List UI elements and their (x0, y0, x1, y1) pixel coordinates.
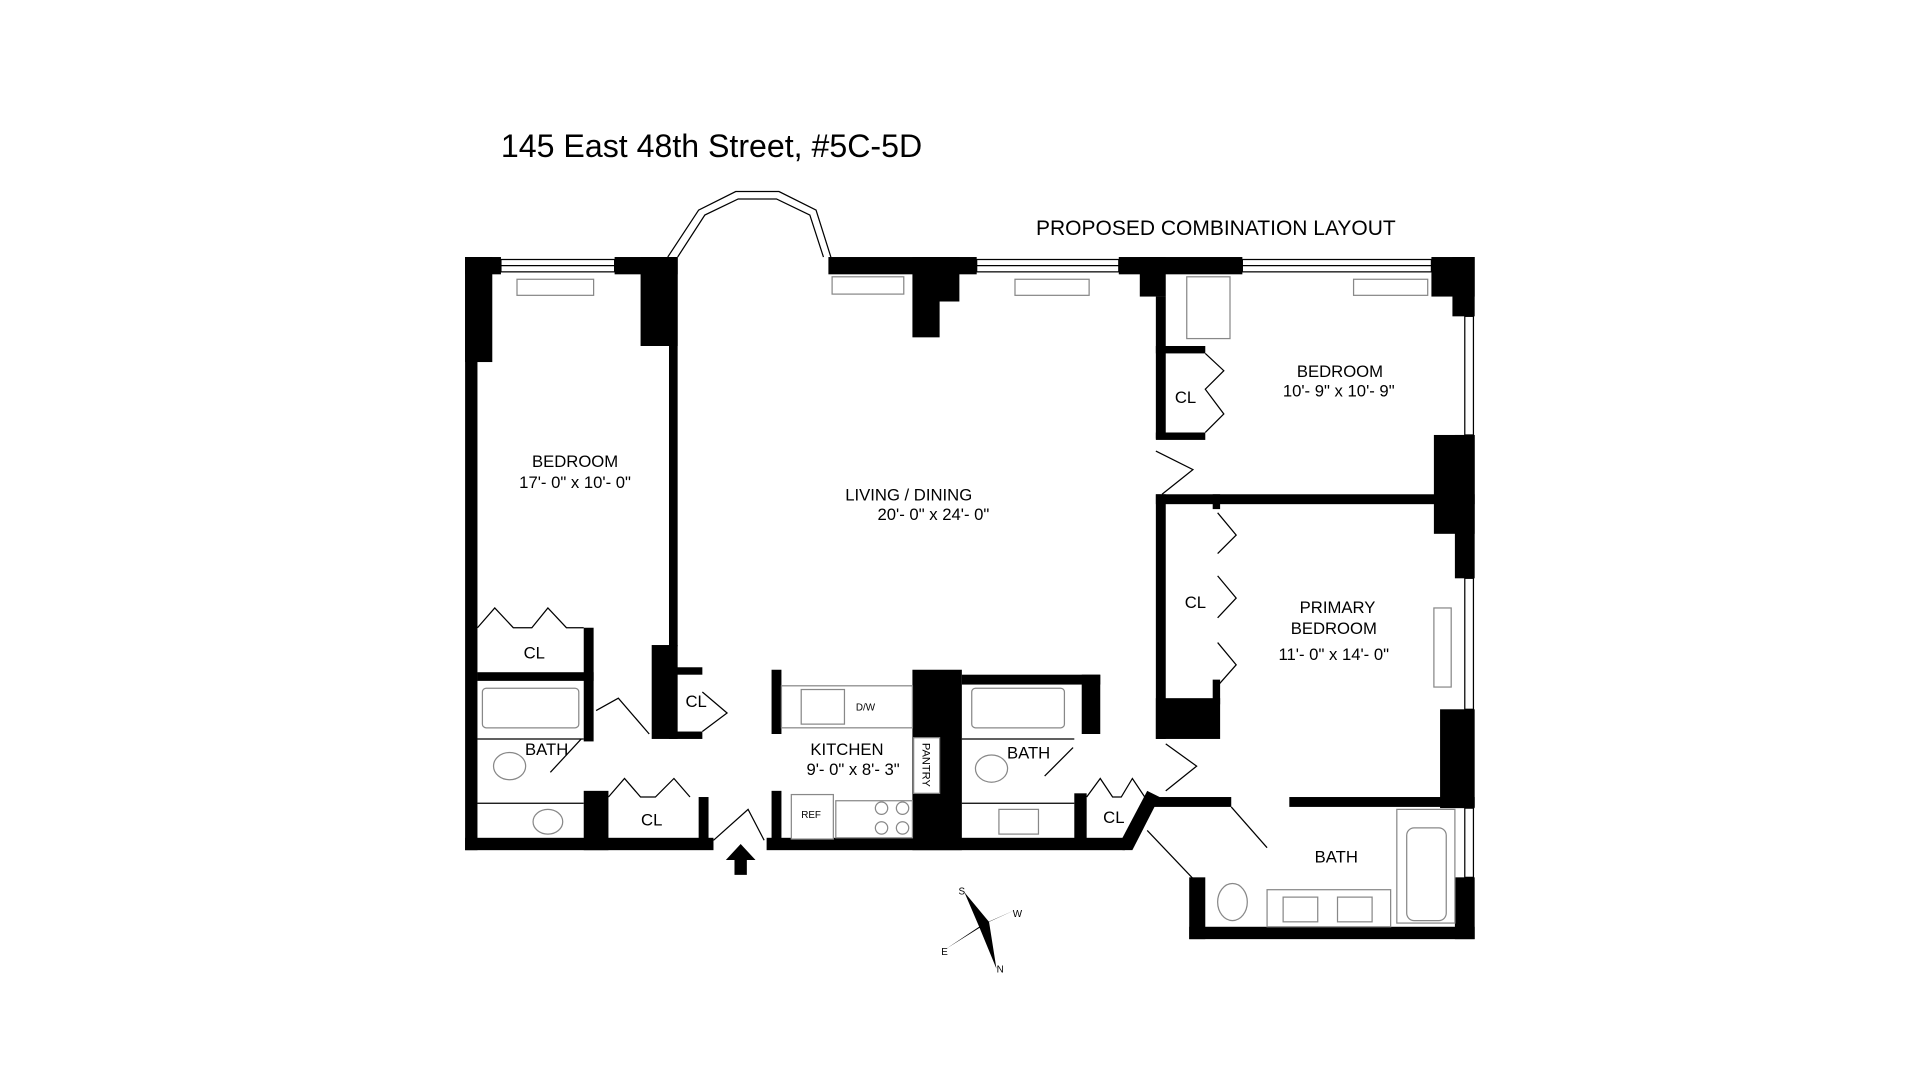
closet-label: CL (1103, 808, 1124, 827)
page-title: 145 East 48th Street, #5C-5D (501, 128, 922, 164)
bath-left-label: BATH (525, 740, 568, 759)
entry-arrow-icon (725, 843, 756, 875)
compass-e: E (941, 947, 948, 958)
bedroom-right-label: BEDROOM (1297, 362, 1383, 381)
closet-label: CL (686, 692, 707, 711)
bedroom-right-size: 10'- 9" x 10'- 9" (1283, 382, 1395, 401)
refrigerator-label: REF (801, 810, 821, 821)
layout-subtitle: PROPOSED COMBINATION LAYOUT (1036, 217, 1396, 240)
pantry-label: PANTRY (919, 743, 931, 788)
closet-label: CL (1175, 388, 1196, 407)
compass-icon (945, 892, 1017, 969)
kitchen-size: 9'- 0" x 8'- 3" (806, 760, 899, 779)
living-size: 20'- 0" x 24'- 0" (878, 505, 990, 524)
bedroom-left-size: 17'- 0" x 10'- 0" (519, 473, 631, 492)
bath-primary-label: BATH (1315, 848, 1358, 867)
living-label: LIVING / DINING (845, 485, 972, 504)
bedroom-left-label: BEDROOM (532, 452, 618, 471)
primary-label-1: PRIMARY (1300, 598, 1376, 617)
primary-label-2: BEDROOM (1291, 619, 1377, 638)
closet-label: CL (1185, 593, 1206, 612)
walls (465, 190, 1475, 940)
dishwasher-label: D/W (856, 703, 876, 714)
closet-label: CL (524, 644, 545, 663)
bath-mid-label: BATH (1007, 744, 1050, 763)
compass-s: S (959, 887, 966, 898)
closet-label: CL (641, 810, 662, 829)
primary-size: 11'- 0" x 14'- 0" (1279, 645, 1390, 664)
kitchen-label: KITCHEN (810, 740, 883, 759)
compass-n: N (997, 964, 1004, 975)
fixtures (476, 352, 1456, 928)
compass-w: W (1013, 909, 1023, 920)
room-labels: BEDROOM 17'- 0" x 10'- 0" LIVING / DININ… (519, 362, 1395, 867)
